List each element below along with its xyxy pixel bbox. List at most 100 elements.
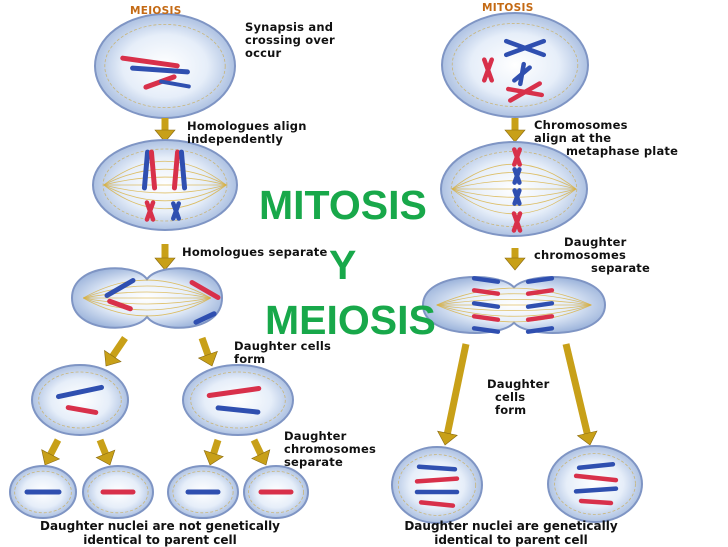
chromosome [418, 500, 456, 508]
chromosome [65, 405, 99, 415]
label-homologues-separate: Homologues separate [182, 245, 328, 259]
nuclear-envelope [450, 150, 578, 227]
chromosome [525, 301, 555, 309]
chromosome [578, 498, 614, 506]
arrow-icon [504, 129, 526, 143]
spindle-fiber [103, 184, 227, 194]
spindle-fiber [103, 184, 227, 202]
spindle-fiber [436, 299, 592, 306]
arrow-shaft [210, 438, 222, 455]
overlay-title-mitosis: MITOSIS [259, 182, 427, 228]
nuclear-envelope [38, 371, 122, 429]
chromosome [55, 384, 105, 400]
cell-mitosis-prophase [441, 12, 589, 118]
label-chromosomes-align: Chromosomes align at the metaphase plate [534, 118, 679, 158]
spindle-fiber [103, 168, 227, 186]
chromosome [503, 38, 547, 58]
chromosome [512, 147, 522, 167]
overlay-title-y: Y [329, 242, 357, 288]
chromosome [130, 65, 190, 75]
chromosome [506, 86, 544, 98]
arrow-icon [576, 430, 598, 446]
chromosome [141, 149, 151, 191]
chromosome [471, 288, 501, 296]
spindle-fiber [451, 188, 577, 198]
meiosis-header: MEIOSIS [130, 5, 182, 17]
chromosome [159, 79, 191, 89]
nuclear-envelope [397, 454, 477, 516]
nuclear-envelope [14, 470, 72, 514]
spindle-fiber [83, 297, 211, 305]
arrow-icon [154, 129, 176, 143]
chromosome [511, 211, 523, 233]
chromosome [414, 476, 460, 484]
arrow-icon [154, 257, 176, 271]
spindle-fiber [436, 287, 592, 306]
nuclear-envelope [87, 470, 149, 514]
chromosome [107, 298, 133, 312]
chromosome [144, 200, 156, 222]
arrow-icon [41, 449, 61, 466]
chromosome [525, 326, 555, 334]
chromosome [525, 276, 555, 284]
chromosome [512, 188, 522, 206]
nuclear-envelope [104, 24, 226, 108]
arrow-shaft [562, 343, 591, 435]
arrow-icon [197, 350, 218, 367]
chromosome [416, 464, 458, 472]
arrow-shaft [198, 336, 212, 356]
chromosome [573, 486, 619, 494]
spindle-fiber [436, 304, 592, 323]
nuclear-envelope [190, 371, 286, 429]
cell-mitosis-daughter-2 [547, 445, 643, 523]
arrow-icon [104, 349, 122, 367]
mitosis-header: MITOSIS [482, 2, 534, 14]
label-daughter-cells-form-right: Daughter cells form [487, 377, 550, 417]
spindle-fiber [103, 160, 227, 186]
spindle-fiber [436, 304, 592, 311]
overlay-title-meiosis: MEIOSIS [265, 297, 436, 343]
arrow-shaft [444, 343, 470, 434]
chromosome [189, 280, 221, 300]
arrow-icon [437, 430, 458, 446]
cell-meiosis-daughter-1 [31, 364, 129, 436]
label-daughter-chromosomes-right: Daughter chromosomes separate [534, 235, 650, 275]
nuclear-envelope [554, 453, 636, 515]
chromosome [471, 276, 501, 284]
chromosome [471, 301, 501, 309]
chromosome [178, 149, 188, 191]
nuclear-envelope [248, 470, 304, 514]
spindle-fiber [103, 176, 227, 186]
chromosome [525, 314, 555, 322]
arrow-shaft [250, 438, 264, 456]
arrow-shaft [96, 438, 109, 456]
cell-meiosis-daughter-2 [182, 364, 294, 436]
chromosome [525, 288, 555, 296]
nuclear-envelope [172, 470, 234, 514]
arrow-shaft [109, 336, 128, 359]
chromosome [171, 149, 181, 191]
spindle-fiber [436, 293, 592, 306]
spindle-fiber [103, 184, 227, 210]
spindle-fiber [436, 304, 592, 317]
arrow-icon [504, 257, 526, 271]
spindle-fiber [83, 291, 211, 299]
chromosome [206, 386, 262, 398]
chromosome [193, 311, 217, 325]
chromosome [512, 167, 522, 185]
arrow-icon [251, 449, 271, 466]
nuclear-envelope [102, 148, 228, 222]
cell-mitosis-daughter-1 [391, 446, 483, 524]
chromosome [573, 473, 619, 483]
chromosome [481, 57, 495, 83]
chromosome [148, 149, 158, 191]
spindle-fiber [83, 297, 211, 311]
arrow-icon [203, 450, 224, 466]
chromosome [215, 405, 261, 415]
spindle-fiber [83, 297, 211, 317]
